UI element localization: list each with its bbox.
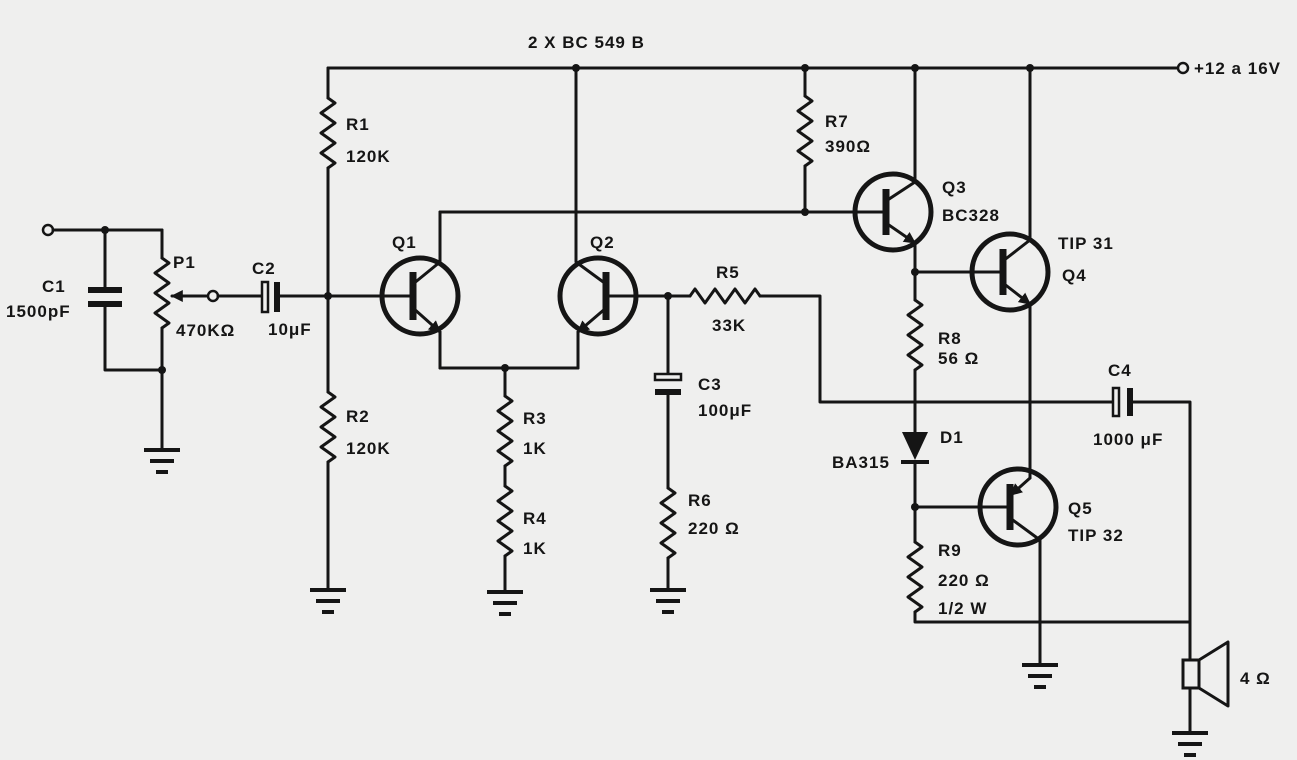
- transistor-note: 2 X BC 549 B: [528, 33, 645, 52]
- r8-resistor: [906, 298, 924, 372]
- r1-ref: R1: [346, 115, 370, 134]
- junction-dots: [101, 64, 1034, 511]
- c4-plate-negative: [1127, 388, 1133, 416]
- r3-resistor: [496, 394, 514, 468]
- c1-bottom-wire: [103, 305, 164, 372]
- r5-feedback-wire: [758, 294, 1115, 404]
- q1-ref: Q1: [392, 233, 417, 252]
- r3-value: 1K: [523, 439, 547, 458]
- r5-resistor: [688, 287, 762, 305]
- c2-plate-positive: [260, 280, 270, 314]
- c2-ref: C2: [252, 259, 276, 278]
- q3-collector: [884, 66, 917, 203]
- q3-ref: Q3: [942, 178, 967, 197]
- q4-emitter-arrow: [1001, 281, 1032, 306]
- r1-resistor: [319, 96, 337, 170]
- junction-dot: [911, 268, 919, 276]
- supply-terminal: [1176, 61, 1190, 75]
- c3-ref: C3: [698, 375, 722, 394]
- c4-ref: C4: [1108, 361, 1132, 380]
- q3-transistor: [852, 171, 934, 253]
- speaker-cone: [1197, 640, 1230, 708]
- q5-ref: Q5: [1068, 499, 1093, 518]
- c4-value: 1000 μF: [1093, 430, 1163, 449]
- d1-diode: [902, 432, 928, 460]
- q5-emitter-arrow: [1009, 476, 1032, 497]
- r7-value: 390Ω: [825, 137, 871, 156]
- r3-ref: R3: [523, 409, 547, 428]
- q5-part: TIP 32: [1068, 526, 1124, 545]
- r8-value: 56 Ω: [938, 349, 979, 368]
- junction-dot: [911, 64, 919, 72]
- q2-ref: Q2: [590, 233, 615, 252]
- c2-value: 10μF: [268, 320, 312, 339]
- c4-plate-positive: [1111, 386, 1121, 418]
- r8-ref: R8: [938, 329, 962, 348]
- p1-value: 470KΩ: [176, 321, 235, 340]
- r2-resistor: [319, 390, 337, 464]
- q1-emitter-arrow: [411, 306, 442, 334]
- r6-ref: R6: [688, 491, 712, 510]
- q3-emitter-arrow: [884, 221, 917, 245]
- q5-collector: [1008, 516, 1042, 667]
- junction-dot: [801, 208, 809, 216]
- p1-ref: P1: [173, 253, 196, 272]
- c3-value: 100μF: [698, 401, 752, 420]
- d1-ref: D1: [940, 428, 964, 447]
- r9-value: 220 Ω: [938, 571, 990, 590]
- r4-value: 1K: [523, 539, 547, 558]
- junction-dot: [101, 226, 109, 234]
- junction-dot: [1026, 64, 1034, 72]
- junction-dot: [324, 292, 332, 300]
- r5-ref: R5: [716, 263, 740, 282]
- q4-ref: Q4: [1062, 266, 1087, 285]
- junction-dot: [158, 366, 166, 374]
- r2-ref: R2: [346, 407, 370, 426]
- r4-resistor: [496, 484, 514, 558]
- c4-speaker-wire: [1131, 400, 1192, 662]
- r7-ref: R7: [825, 112, 849, 131]
- speaker-impedance: 4 Ω: [1240, 669, 1271, 688]
- r6-value: 220 Ω: [688, 519, 740, 538]
- r5-value: 33K: [712, 316, 746, 335]
- junction-dot: [501, 364, 509, 372]
- q2-emitter-arrow: [576, 306, 608, 334]
- r4-ref: R4: [523, 509, 547, 528]
- junction-dot: [572, 64, 580, 72]
- junction-dot: [664, 292, 672, 300]
- r9-resistor: [906, 540, 924, 614]
- junction-dot: [801, 64, 809, 72]
- q2-collector: [574, 66, 608, 286]
- r9-ref: R9: [938, 541, 962, 560]
- r2-value: 120K: [346, 439, 391, 458]
- d1-part: BA315: [832, 453, 890, 472]
- speaker-magnet: [1181, 658, 1201, 690]
- p1-potentiometer: [153, 256, 171, 330]
- q4-collector: [1001, 66, 1032, 263]
- q1-collector: [411, 210, 442, 286]
- r9-speaker-wire: [913, 610, 1192, 624]
- q3-part: BC328: [942, 206, 1000, 225]
- c1-plate-bottom: [88, 301, 122, 307]
- c2-plate-negative: [274, 282, 280, 312]
- c3-plate-positive: [653, 372, 683, 382]
- c1-ref: C1: [42, 277, 66, 296]
- r9-rating: 1/2 W: [938, 599, 987, 618]
- c1-value: 1500pF: [6, 302, 71, 321]
- r1-value: 120K: [346, 147, 391, 166]
- q4-part: TIP 31: [1058, 234, 1114, 253]
- c1-plate-top: [88, 287, 122, 293]
- junction-dot: [911, 503, 919, 511]
- supply-label: +12 a 16V: [1194, 59, 1281, 78]
- c3-plate-negative: [655, 389, 681, 395]
- r6-resistor: [659, 486, 677, 560]
- r7-resistor: [796, 94, 814, 168]
